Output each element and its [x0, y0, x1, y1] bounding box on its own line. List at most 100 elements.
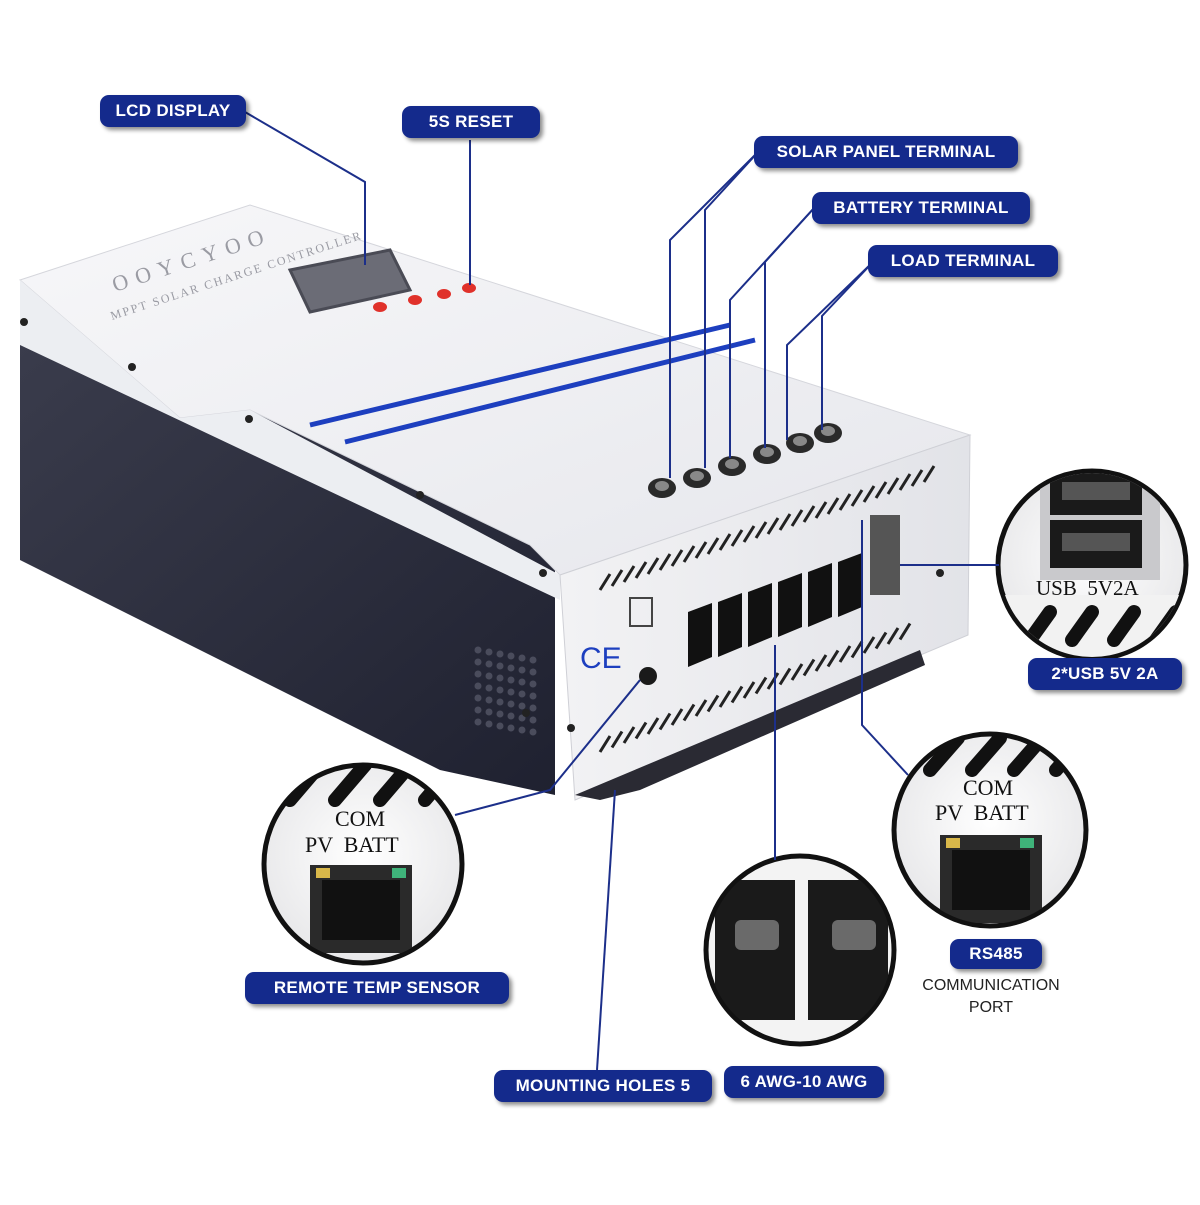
leader-load-b: [821, 261, 874, 430]
vent-hole: [485, 696, 493, 704]
vent-slot: [778, 667, 792, 686]
vent-slot: [910, 469, 924, 487]
vent-hole: [518, 726, 526, 734]
vent-slot: [634, 561, 648, 579]
vent-hole: [529, 656, 537, 664]
vent-hole: [496, 722, 504, 730]
mounting-bracket: [575, 650, 925, 800]
body-screws: [20, 318, 944, 732]
accent-stripes: [309, 322, 756, 445]
vent-hole: [529, 716, 537, 724]
vent-slot: [694, 541, 708, 559]
vent-slot: [742, 681, 756, 699]
terminal-screw-head: [655, 481, 669, 491]
vent-hole: [518, 690, 526, 698]
terminal-screws: [648, 423, 842, 498]
vent-slot: [694, 699, 708, 717]
vent-slot: [898, 473, 912, 491]
vent-slot: [682, 703, 696, 722]
end-vent-slots: [598, 465, 936, 753]
vent-hole: [529, 692, 537, 700]
terminal-openings: [688, 553, 862, 667]
vent-hole: [474, 646, 482, 654]
vent-hole: [474, 718, 482, 726]
leader-solar: [669, 149, 761, 478]
vent-slot: [658, 553, 672, 571]
vent-slot: [886, 627, 900, 645]
vent-hole: [485, 660, 493, 668]
vent-slot: [802, 658, 816, 677]
vent-slot: [922, 465, 936, 483]
callout-rs485: RS485: [950, 939, 1042, 969]
terminal-opening: [718, 593, 742, 657]
terminal-opening: [838, 553, 862, 617]
rs485-zoom-com: COM: [963, 775, 1013, 800]
vent-slot: [874, 631, 888, 650]
callout-solar-panel-terminal: SOLAR PANEL TERMINAL: [754, 136, 1018, 168]
vent-hole: [496, 710, 504, 718]
vent-slot: [610, 730, 624, 749]
vent-slot: [598, 573, 612, 591]
vent-hole: [518, 702, 526, 710]
vent-slot: [862, 485, 876, 503]
vent-hole: [529, 704, 537, 712]
vent-slot: [790, 663, 804, 681]
callout-remote-temp-sensor: REMOTE TEMP SENSOR: [245, 972, 509, 1004]
leader-lines: [244, 111, 999, 1071]
vent-slot: [790, 509, 804, 527]
side-vent-grid: [474, 646, 537, 736]
vent-hole: [474, 658, 482, 666]
vent-hole: [485, 684, 493, 692]
usb-zoom-label: USB 5V2A: [1036, 576, 1140, 600]
vent-hole: [507, 700, 515, 708]
vent-slot: [838, 645, 852, 663]
vent-hole: [507, 676, 515, 684]
temp-zoom-com: COM: [335, 806, 385, 831]
vent-hole: [474, 682, 482, 690]
vent-slot: [634, 721, 648, 740]
temp-zoom-pvbatt: PV BATT: [305, 832, 399, 857]
communication-port-line1: COMMUNICATION: [922, 977, 1060, 994]
awg-zoom-circle: [703, 853, 897, 1047]
vent-slot: [658, 712, 672, 731]
vent-slot: [718, 533, 732, 551]
vent-hole: [507, 724, 515, 732]
vent-slot: [838, 493, 852, 511]
leader-mounting: [596, 789, 616, 1071]
vent-slot: [754, 521, 768, 539]
top-cover-lip: [20, 280, 560, 600]
vent-hole: [485, 648, 493, 656]
vent-hole: [485, 672, 493, 680]
vent-hole: [474, 694, 482, 702]
vent-slot: [826, 497, 840, 515]
leader-solar-b: [704, 149, 761, 468]
callout-mounting-holes: MOUNTING HOLES 5: [494, 1070, 712, 1102]
rs485-zoom-pvbatt: PV BATT: [935, 800, 1029, 825]
vent-hole: [518, 654, 526, 662]
terminal-opening: [808, 563, 832, 627]
temp-sensor-jack: [639, 667, 657, 685]
vent-hole: [496, 650, 504, 658]
ce-mark: CE: [580, 642, 622, 675]
vent-hole: [496, 662, 504, 670]
communication-port-line2: PORT: [968, 999, 1014, 1016]
communication-port-label: COMMUNICATION PORT: [900, 975, 1082, 1019]
terminal-screw-head: [821, 426, 835, 436]
leader-temp: [454, 679, 641, 816]
vent-slot: [850, 489, 864, 507]
control-buttons: [373, 283, 476, 312]
usb-zoom-circle: USB 5V2A: [995, 468, 1189, 662]
vent-slot: [682, 545, 696, 563]
callout-battery-terminal: BATTERY TERMINAL: [812, 192, 1030, 224]
vent-slot: [766, 517, 780, 535]
vent-hole: [529, 680, 537, 688]
usb-rj45-cluster: [870, 515, 900, 595]
vent-slot: [730, 529, 744, 547]
vent-hole: [507, 712, 515, 720]
callout-load-terminal: LOAD TERMINAL: [868, 245, 1058, 277]
vent-hole: [496, 686, 504, 694]
vent-hole: [507, 688, 515, 696]
vent-slot: [646, 557, 660, 575]
